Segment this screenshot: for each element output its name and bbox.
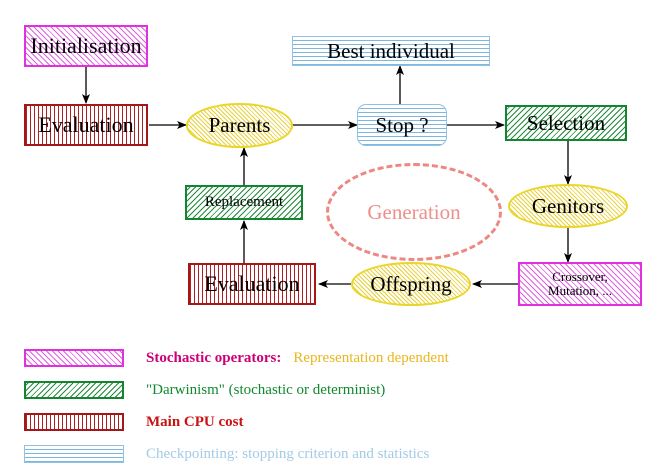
node-crossover-mutation[interactable]: Crossover, Mutation, ... — [518, 262, 642, 306]
node-evaluation-top[interactable]: Evaluation — [24, 104, 148, 146]
node-offspring[interactable]: Offspring — [351, 262, 471, 306]
node-replacement-label: Replacement — [204, 193, 284, 210]
node-parents[interactable]: Parents — [186, 103, 293, 148]
node-evaluation-bottom[interactable]: Evaluation — [188, 263, 316, 305]
node-crossover-label-line1: Crossover, — [552, 269, 608, 285]
node-generation-group: Generation — [326, 163, 502, 261]
node-stop-label: Stop ? — [375, 112, 429, 137]
legend-row-checkpointing: Checkpointing: stopping criterion and st… — [24, 442, 429, 466]
legend-row-darwinism: "Darwinism" (stochastic or determinist) — [24, 378, 385, 402]
legend-swatch-blue — [24, 445, 124, 463]
legend-swatch-magenta — [24, 349, 124, 367]
node-initialisation[interactable]: Initialisation — [24, 25, 148, 67]
node-stop[interactable]: Stop ? — [357, 104, 447, 146]
legend-swatch-red — [24, 413, 124, 431]
legend-label-checkpointing: Checkpointing: stopping criterion and st… — [146, 445, 430, 462]
legend-swatch-green — [24, 381, 124, 399]
legend: Stochastic operators: Representation dep… — [0, 336, 662, 471]
legend-label-stochastic: Stochastic operators: — [146, 349, 282, 366]
node-evaluation-top-label: Evaluation — [38, 112, 134, 138]
node-genitors-label: Genitors — [531, 193, 605, 218]
node-offspring-label: Offspring — [370, 271, 452, 296]
legend-row-stochastic: Stochastic operators: Representation dep… — [24, 346, 449, 370]
node-best-individual-label: Best individual — [327, 38, 455, 63]
node-replacement[interactable]: Replacement — [185, 185, 303, 220]
legend-label-cpu: Main CPU cost — [146, 413, 244, 430]
node-parents-label: Parents — [208, 113, 271, 138]
node-initialisation-label: Initialisation — [30, 33, 142, 59]
legend-label-representation: Representation dependent — [293, 349, 449, 366]
node-best-individual[interactable]: Best individual — [292, 36, 490, 66]
node-generation-label: Generation — [367, 199, 461, 224]
legend-row-cpu: Main CPU cost — [24, 410, 244, 434]
node-selection[interactable]: Selection — [505, 105, 627, 141]
node-genitors[interactable]: Genitors — [508, 184, 628, 228]
arrow-layer — [82, 65, 572, 288]
node-crossover-label-line2: Mutation, ... — [548, 283, 612, 298]
node-selection-label: Selection — [526, 110, 606, 135]
node-evaluation-bottom-label: Evaluation — [204, 271, 300, 297]
legend-label-darwinism: "Darwinism" (stochastic or determinist) — [146, 381, 386, 398]
